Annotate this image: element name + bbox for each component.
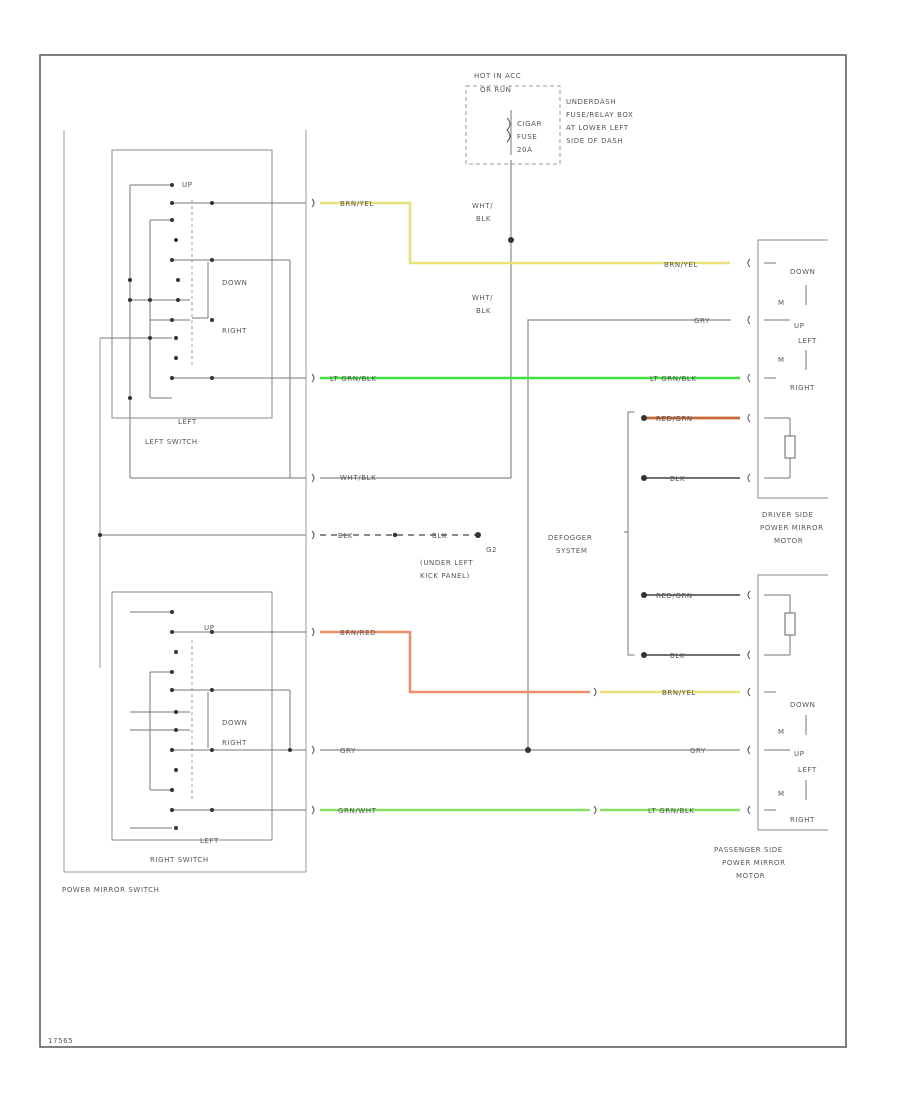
svg-text:BRN/RED: BRN/RED	[340, 629, 376, 637]
svg-text:RIGHT: RIGHT	[222, 327, 247, 335]
svg-text:RIGHT SWITCH: RIGHT SWITCH	[150, 856, 209, 864]
svg-text:GRY: GRY	[694, 317, 710, 325]
svg-text:G2: G2	[486, 546, 497, 554]
fuse-icon	[506, 117, 511, 143]
svg-text:M: M	[778, 356, 785, 364]
svg-text:LT GRN/BLK: LT GRN/BLK	[330, 375, 377, 383]
switch-assembly-title: POWER MIRROR SWITCH	[62, 886, 159, 894]
splice-dot-gry	[525, 747, 531, 753]
passenger-mirror-motor: DOWN UP LEFT RIGHT PASSENGER SIDE POWER …	[714, 574, 828, 880]
svg-text:GRY: GRY	[340, 747, 356, 755]
gry-wire-driver	[527, 319, 731, 751]
svg-text:UP: UP	[794, 750, 805, 758]
svg-text:POWER MIRROR: POWER MIRROR	[760, 524, 824, 532]
svg-text:FUSE: FUSE	[517, 133, 537, 141]
svg-text:FUSE/RELAY BOX: FUSE/RELAY BOX	[566, 111, 633, 119]
svg-text:LEFT SWITCH: LEFT SWITCH	[145, 438, 198, 446]
ground-icon	[475, 532, 481, 538]
svg-text:WHT/: WHT/	[472, 294, 493, 302]
svg-text:GRN/WHT: GRN/WHT	[338, 807, 377, 815]
brn-red-wire	[320, 630, 590, 694]
left-switch: UP DOWN RIGHT LEFT LEFT SWITCH	[100, 149, 306, 479]
splice-dot	[508, 237, 514, 243]
svg-text:WHT/: WHT/	[472, 202, 493, 210]
svg-text:MOTOR: MOTOR	[774, 537, 803, 545]
svg-text:RIGHT: RIGHT	[222, 739, 247, 747]
svg-text:UP: UP	[794, 322, 805, 330]
svg-text:BLK: BLK	[670, 475, 685, 483]
svg-text:SIDE OF DASH: SIDE OF DASH	[566, 137, 623, 145]
svg-text:RIGHT: RIGHT	[790, 384, 815, 392]
svg-text:M: M	[778, 299, 785, 307]
svg-text:CIGAR: CIGAR	[517, 120, 542, 128]
svg-text:BLK: BLK	[476, 215, 491, 223]
svg-text:LEFT: LEFT	[798, 337, 817, 345]
svg-text:BRN/YEL: BRN/YEL	[664, 261, 698, 269]
svg-text:(UNDER LEFT: (UNDER LEFT	[420, 559, 473, 567]
svg-text:LT GRN/BLK: LT GRN/BLK	[648, 807, 695, 815]
diagram-frame	[39, 54, 847, 1048]
svg-text:SYSTEM: SYSTEM	[556, 547, 588, 555]
svg-text:DEFOGGER: DEFOGGER	[548, 534, 592, 542]
svg-text:GRY: GRY	[690, 747, 706, 755]
fuse-relay-box: HOT IN ACC OR RUN CIGAR FUSE 20A UNDERDA…	[465, 72, 633, 165]
driver-mirror-motor: DOWN UP LEFT RIGHT DRIVER SIDE POWER MIR…	[757, 239, 828, 545]
svg-text:LEFT: LEFT	[178, 418, 197, 426]
svg-text:RED/GRN: RED/GRN	[656, 415, 693, 423]
svg-text:KICK PANEL): KICK PANEL)	[420, 572, 470, 580]
svg-text:DOWN: DOWN	[790, 701, 815, 709]
svg-text:BRN/YEL: BRN/YEL	[340, 200, 374, 208]
svg-text:OR RUN: OR RUN	[480, 86, 511, 94]
svg-text:UP: UP	[182, 181, 193, 189]
svg-text:LT GRN/BLK: LT GRN/BLK	[650, 375, 697, 383]
svg-text:20A: 20A	[517, 146, 533, 154]
svg-text:RIGHT: RIGHT	[790, 816, 815, 824]
svg-text:M: M	[778, 728, 785, 736]
svg-text:DOWN: DOWN	[222, 279, 247, 287]
right-switch: UP DOWN RIGHT LEFT RIGHT SWITCH	[111, 591, 306, 864]
svg-text:DOWN: DOWN	[222, 719, 247, 727]
connector-markers-left	[311, 198, 315, 815]
connector-markers-right	[747, 258, 751, 815]
footer-code: 17565	[48, 1037, 73, 1045]
defogger-system: DEFOGGER SYSTEM RED/GRN BLK RED/GRN BLK	[548, 411, 740, 660]
svg-text:BLK: BLK	[476, 307, 491, 315]
svg-text:LEFT: LEFT	[200, 837, 219, 845]
ground-g2: BLK BLK G2 (UNDER LEFT KICK PANEL)	[320, 532, 497, 580]
svg-text:BRN/YEL: BRN/YEL	[662, 689, 696, 697]
svg-text:WHT/BLK: WHT/BLK	[340, 474, 376, 482]
svg-text:POWER MIRROR: POWER MIRROR	[722, 859, 786, 867]
svg-text:MOTOR: MOTOR	[736, 872, 765, 880]
svg-text:LEFT: LEFT	[798, 766, 817, 774]
svg-text:HOT IN ACC: HOT IN ACC	[474, 72, 521, 80]
svg-text:AT LOWER LEFT: AT LOWER LEFT	[566, 124, 629, 132]
svg-text:BLK: BLK	[432, 532, 447, 540]
svg-text:UP: UP	[204, 624, 215, 632]
svg-text:DOWN: DOWN	[790, 268, 815, 276]
svg-text:UNDERDASH: UNDERDASH	[566, 98, 616, 106]
heater-element-icon-2	[784, 612, 796, 636]
svg-text:PASSENGER SIDE: PASSENGER SIDE	[714, 846, 783, 854]
svg-text:BLK: BLK	[670, 652, 685, 660]
brn-yel-wire-top	[320, 201, 730, 265]
svg-text:DRIVER SIDE: DRIVER SIDE	[762, 511, 814, 519]
svg-text:RED/GRN: RED/GRN	[656, 592, 693, 600]
heater-element-icon	[784, 435, 796, 459]
svg-text:M: M	[778, 790, 785, 798]
svg-text:BLK: BLK	[338, 532, 353, 540]
